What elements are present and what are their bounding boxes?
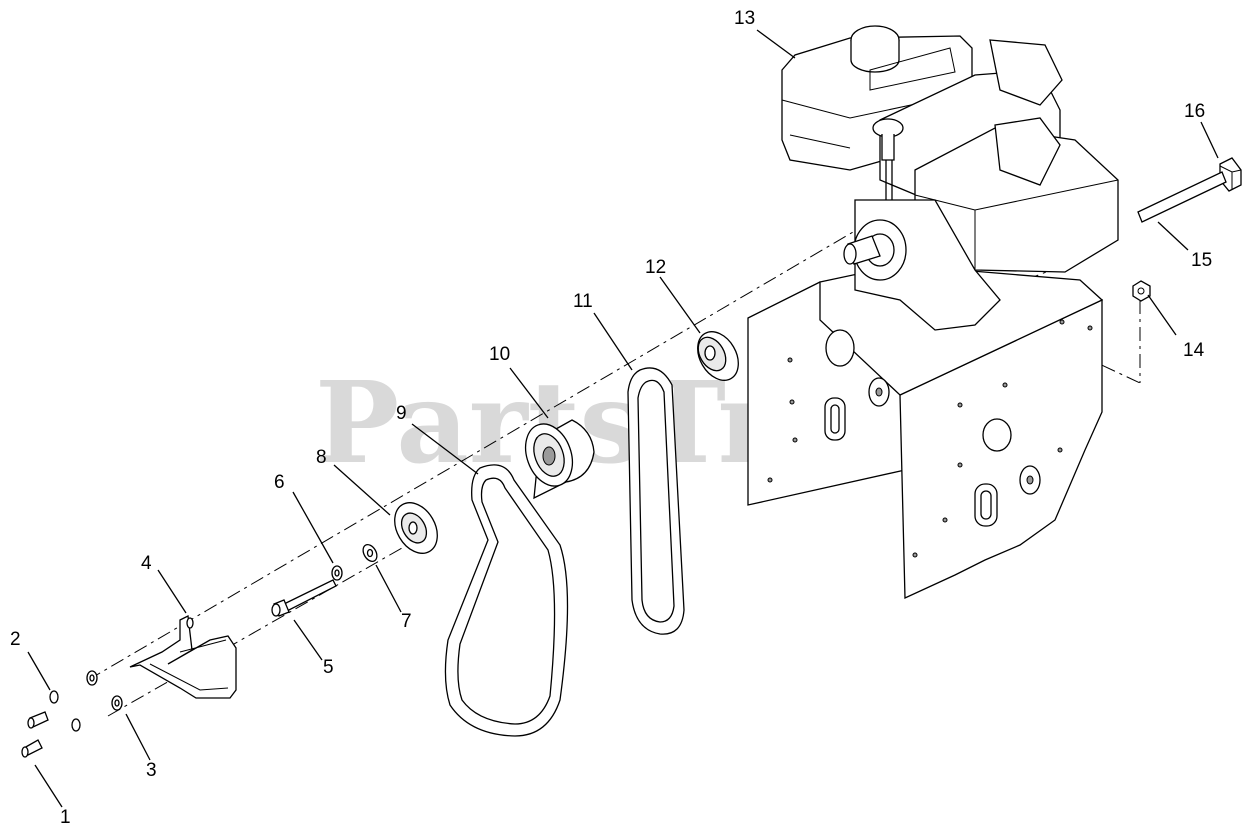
part-15-rod (1137, 171, 1227, 223)
callout-labels: 1 2 3 4 5 6 7 8 9 10 11 12 13 14 15 16 (10, 8, 1212, 828)
callout-5: 5 (323, 657, 334, 678)
callout-7: 7 (401, 611, 412, 632)
part-8-pulley (394, 502, 438, 554)
callout-1: 1 (60, 807, 71, 828)
callout-8: 8 (316, 447, 327, 468)
part-11-belt (627, 367, 685, 635)
callout-9: 9 (396, 403, 407, 424)
callout-12: 12 (645, 257, 666, 278)
engine (781, 25, 1119, 331)
callout-3: 3 (146, 760, 157, 781)
part-12-pulley (697, 331, 739, 381)
part-6-lockwasher (331, 565, 343, 581)
part-7-washer (362, 543, 378, 563)
part-5-bolt (271, 579, 337, 617)
part-4-bracket (129, 615, 237, 699)
part-1-bolts (21, 711, 49, 758)
callout-13: 13 (734, 8, 755, 29)
callout-6: 6 (274, 472, 285, 493)
part-14-nut (1132, 280, 1151, 302)
callout-2: 2 (10, 629, 21, 650)
part-2-nut-washer (49, 670, 98, 704)
callout-4: 4 (141, 553, 152, 574)
part-3-nut-washer (71, 695, 123, 732)
part-10-pulley (524, 419, 595, 500)
leader-lines (27, 29, 1219, 808)
callout-10: 10 (489, 344, 510, 365)
callout-11: 11 (573, 291, 593, 312)
part-9-belt (444, 464, 569, 737)
callout-15: 15 (1191, 250, 1212, 271)
callout-14: 14 (1183, 340, 1205, 361)
callout-16: 16 (1184, 101, 1205, 122)
